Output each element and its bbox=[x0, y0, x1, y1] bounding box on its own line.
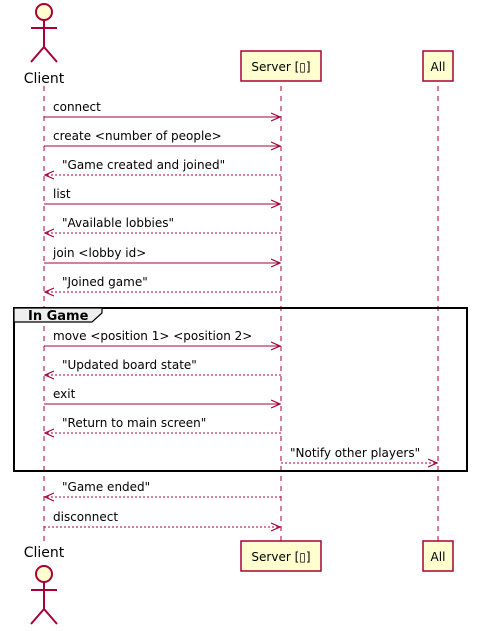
message-list: list bbox=[44, 187, 280, 204]
message-disconnect: disconnect bbox=[44, 510, 280, 527]
message-join-lobby-id: join <lobby id> bbox=[44, 246, 280, 263]
message-label: create <number of people> bbox=[53, 129, 222, 143]
message-available-lobbies: "Available lobbies" bbox=[45, 216, 281, 233]
group-frame-label: In Game bbox=[28, 309, 89, 324]
participant-server-top: Server [▯] bbox=[240, 50, 322, 82]
message-label: "Available lobbies" bbox=[62, 216, 174, 230]
message-connect: connect bbox=[44, 100, 280, 117]
message-updated-board-state: "Updated board state" bbox=[45, 358, 281, 375]
message-game-created-and-joined: "Game created and joined" bbox=[45, 158, 281, 175]
message-label: "Game created and joined" bbox=[62, 158, 225, 172]
participant-label-all: All bbox=[431, 550, 446, 564]
participant-all-top: All bbox=[422, 50, 454, 82]
message-label: "Game ended" bbox=[62, 480, 150, 494]
message-return-to-main-screen: "Return to main screen" bbox=[45, 416, 281, 433]
participant-label-server: Server [▯] bbox=[251, 60, 310, 74]
participant-label-all: All bbox=[431, 60, 446, 74]
group-frame: In Game bbox=[13, 307, 468, 472]
participant-label-client: Client bbox=[24, 71, 65, 87]
message-label: "Updated board state" bbox=[62, 358, 197, 372]
message-label: "Joined game" bbox=[62, 275, 148, 289]
message-exit: exit bbox=[44, 387, 280, 404]
message-label: "Notify other players" bbox=[290, 446, 420, 460]
participant-label-client: Client bbox=[24, 545, 65, 561]
message-create-number-of-people: create <number of people> bbox=[44, 129, 280, 146]
message-label: disconnect bbox=[53, 510, 118, 524]
message-label: list bbox=[53, 187, 71, 201]
message-label: "Return to main screen" bbox=[62, 416, 206, 430]
message-label: join <lobby id> bbox=[52, 246, 146, 260]
message-game-ended: "Game ended" bbox=[45, 480, 281, 497]
message-label: connect bbox=[53, 100, 101, 114]
message-label: exit bbox=[53, 387, 76, 401]
actor-client-bottom: Client bbox=[24, 545, 65, 625]
participant-label-server: Server [▯] bbox=[251, 550, 310, 564]
message-move-position-1-position-2: move <position 1> <position 2> bbox=[44, 329, 280, 346]
message-joined-game: "Joined game" bbox=[45, 275, 281, 292]
message-label: move <position 1> <position 2> bbox=[53, 329, 252, 343]
participant-all-bottom: All bbox=[422, 540, 454, 572]
message-notify-other-players: "Notify other players" bbox=[281, 446, 437, 463]
actor-client-top: Client bbox=[24, 3, 65, 87]
participant-server-bottom: Server [▯] bbox=[240, 540, 322, 572]
